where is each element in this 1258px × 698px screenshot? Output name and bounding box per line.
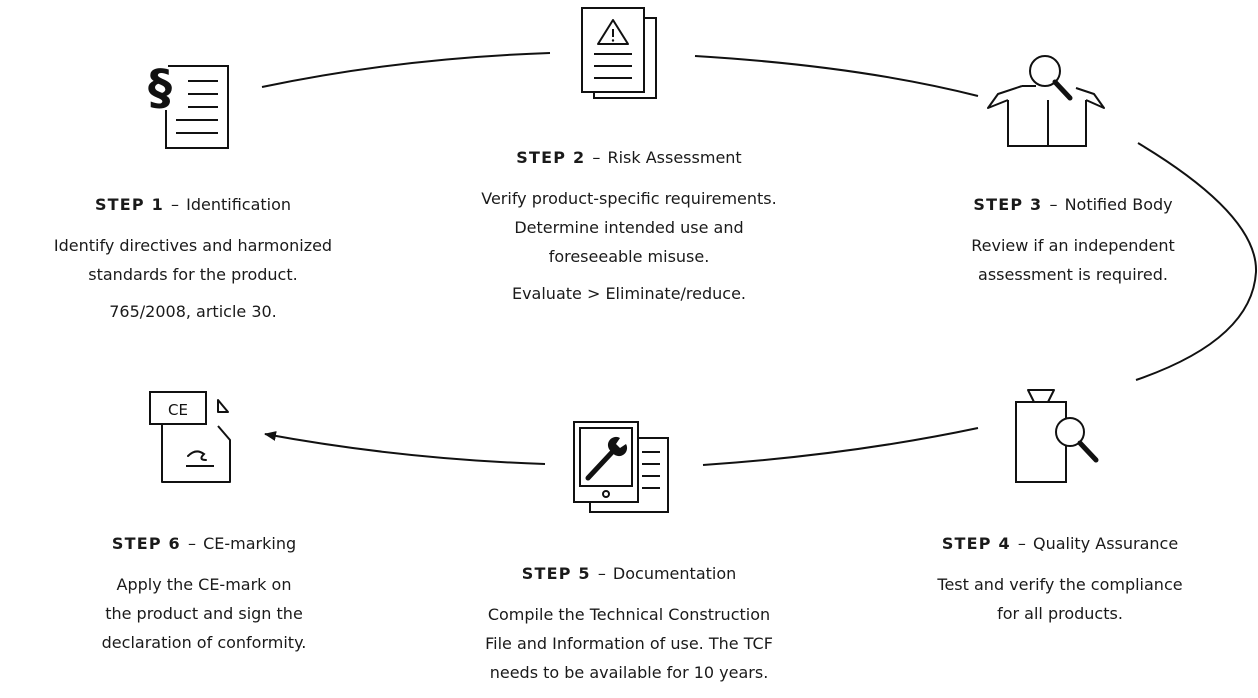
connector-step3-step4 xyxy=(1135,142,1258,381)
step-1-name: Identification xyxy=(186,195,292,214)
ce-mark-text: CE xyxy=(168,401,188,419)
step-4-dash: – xyxy=(1017,534,1026,553)
step-2-evaluation: Evaluate > Eliminate/reduce. xyxy=(414,279,844,308)
connector-step1-step2 xyxy=(261,52,551,88)
step-5-description: Compile the Technical Construction File … xyxy=(414,600,844,687)
step-2-number: STEP 2 xyxy=(516,148,586,167)
ce-certificate-icon: CE xyxy=(148,390,238,486)
connector-step4-step5 xyxy=(702,427,979,466)
svg-text:§: § xyxy=(148,60,172,116)
step-5-title: STEP 5 – Documentation xyxy=(414,564,844,584)
step-4-line: for all products. xyxy=(997,604,1123,623)
step-1-line: standards for the product. xyxy=(88,265,298,284)
step-2-line: Verify product-specific requirements. xyxy=(481,189,777,208)
step-2-line: Determine intended use and xyxy=(514,218,744,237)
step-5-dash: – xyxy=(597,564,606,583)
step-4-line: Test and verify the compliance xyxy=(937,575,1183,594)
connector-step5-step6-arrow xyxy=(264,431,546,465)
step-1-reference: 765/2008, article 30. xyxy=(0,297,386,326)
machine-inspect-icon xyxy=(1012,388,1112,484)
step-6-line: the product and sign the xyxy=(105,604,303,623)
step-5-line: Compile the Technical Construction xyxy=(487,605,771,624)
step-4-name: Quality Assurance xyxy=(1033,534,1179,553)
step-5-line: File and Information of use. The TCF xyxy=(485,634,773,653)
step-1-title: STEP 1 – Identification xyxy=(0,195,386,215)
step-2-name: Risk Assessment xyxy=(607,148,742,167)
step-4-number: STEP 4 xyxy=(941,534,1011,553)
step-2-description: Verify product-specific requirements. De… xyxy=(414,184,844,271)
step-6-dash: – xyxy=(187,534,196,553)
step-1-line: Identify directives and harmonized xyxy=(53,236,333,255)
step-4-description: Test and verify the compliance for all p… xyxy=(880,570,1240,628)
step-2-title: STEP 2 – Risk Assessment xyxy=(414,148,844,168)
box-inspect-icon xyxy=(978,50,1108,150)
step-6-description: Apply the CE-mark on the product and sig… xyxy=(48,570,360,657)
step-3-line: assessment is required. xyxy=(978,265,1168,284)
step-6-name: CE-marking xyxy=(203,534,297,553)
step-6-line: declaration of conformity. xyxy=(101,633,307,652)
step-3-number: STEP 3 xyxy=(973,195,1043,214)
step-1-dash: – xyxy=(171,195,180,214)
step-2-line: Evaluate > Eliminate/reduce. xyxy=(511,284,747,303)
step-2: STEP 2 – Risk Assessment Verify product-… xyxy=(414,148,844,308)
paragraph-document-icon: § xyxy=(148,56,238,156)
technical-file-icon xyxy=(572,420,672,518)
step-5-name: Documentation xyxy=(612,564,737,583)
step-3-title: STEP 3 – Notified Body xyxy=(908,195,1238,215)
step-4: STEP 4 – Quality Assurance Test and veri… xyxy=(880,534,1240,628)
step-6-title: STEP 6 – CE-marking xyxy=(48,534,360,554)
step-4-title: STEP 4 – Quality Assurance xyxy=(880,534,1240,554)
step-3-dash: – xyxy=(1049,195,1058,214)
step-1-line: 765/2008, article 30. xyxy=(109,302,277,321)
step-3-name: Notified Body xyxy=(1064,195,1173,214)
step-3-description: Review if an independent assessment is r… xyxy=(908,231,1238,289)
step-1-number: STEP 1 xyxy=(94,195,164,214)
step-5-line: needs to be available for 10 years. xyxy=(489,663,769,682)
warning-document-icon xyxy=(578,6,664,102)
step-2-dash: – xyxy=(592,148,601,167)
step-1-description: Identify directives and harmonized stand… xyxy=(0,231,386,289)
step-2-line: foreseeable misuse. xyxy=(548,247,710,266)
step-3-line: Review if an independent xyxy=(971,236,1175,255)
step-3: STEP 3 – Notified Body Review if an inde… xyxy=(908,195,1238,289)
step-6-line: Apply the CE-mark on xyxy=(116,575,292,594)
step-1: STEP 1 – Identification Identify directi… xyxy=(0,195,386,326)
step-6: STEP 6 – CE-marking Apply the CE-mark on… xyxy=(48,534,360,657)
step-6-number: STEP 6 xyxy=(111,534,181,553)
step-5: STEP 5 – Documentation Compile the Techn… xyxy=(414,564,844,687)
step-5-number: STEP 5 xyxy=(521,564,591,583)
connector-step2-step3 xyxy=(694,55,979,97)
